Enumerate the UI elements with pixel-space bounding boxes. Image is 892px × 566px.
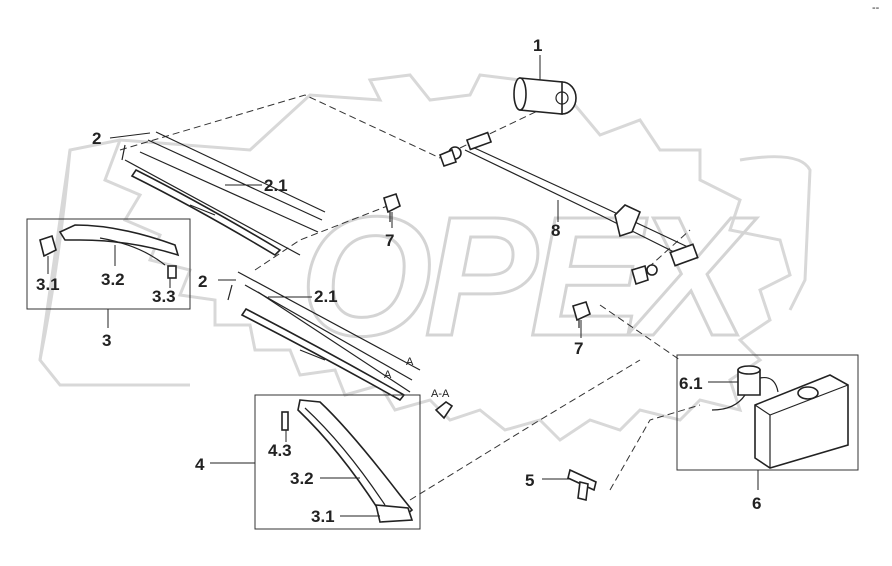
label-arm-right-arm: 3.2 [290, 469, 314, 488]
wiper-linkage [438, 131, 699, 286]
label-blade-upper-sub: 2.1 [264, 176, 288, 195]
tee-connector [567, 468, 597, 501]
label-linkage: 8 [551, 221, 560, 240]
label-arm-assembly-right: 4 [195, 455, 205, 474]
washer-reservoir [754, 374, 849, 469]
label-arm-left-nut: 3.3 [152, 287, 176, 306]
watermark-text: OPEX [300, 182, 757, 372]
wiper-motor [513, 77, 577, 115]
watermark-logo: OPEX [38, 73, 812, 442]
label-nozzle-lower: 7 [574, 339, 583, 358]
section-mark-1: A [406, 356, 414, 368]
label-pump: 6.1 [679, 374, 703, 393]
label-blade-lower-sub: 2.1 [314, 287, 338, 306]
label-blade-lower: 2 [198, 272, 207, 291]
section-mark-2: A [384, 369, 392, 381]
label-arm-right-cap: 3.1 [311, 507, 335, 526]
section-detail-label: A-A [431, 388, 450, 400]
label-arm-left-cap: 3.1 [36, 275, 60, 294]
label-arm-right-nozzle: 4.3 [268, 441, 292, 460]
washer-nozzle-lower [572, 301, 591, 328]
reservoir-frame [676, 354, 859, 471]
label-nozzle-upper: 7 [385, 231, 394, 250]
label-tee-connector: 5 [525, 471, 534, 490]
wiper-blade-upper [121, 131, 326, 257]
arm-assembly-right-frame [254, 394, 421, 530]
washer-pump [711, 365, 779, 411]
label-blade-upper: 2 [92, 129, 101, 148]
label-arm-left-arm: 3.2 [101, 270, 125, 289]
label-reservoir: 6 [752, 494, 761, 513]
wiper-arm-right [281, 399, 414, 523]
wiper-arm-left [39, 224, 180, 279]
corner-mark: -- [872, 2, 880, 14]
washer-nozzle-upper [383, 192, 401, 222]
section-detail-profile [434, 401, 454, 420]
label-arm-assembly-left: 3 [102, 331, 111, 350]
label-motor: 1 [533, 36, 542, 55]
